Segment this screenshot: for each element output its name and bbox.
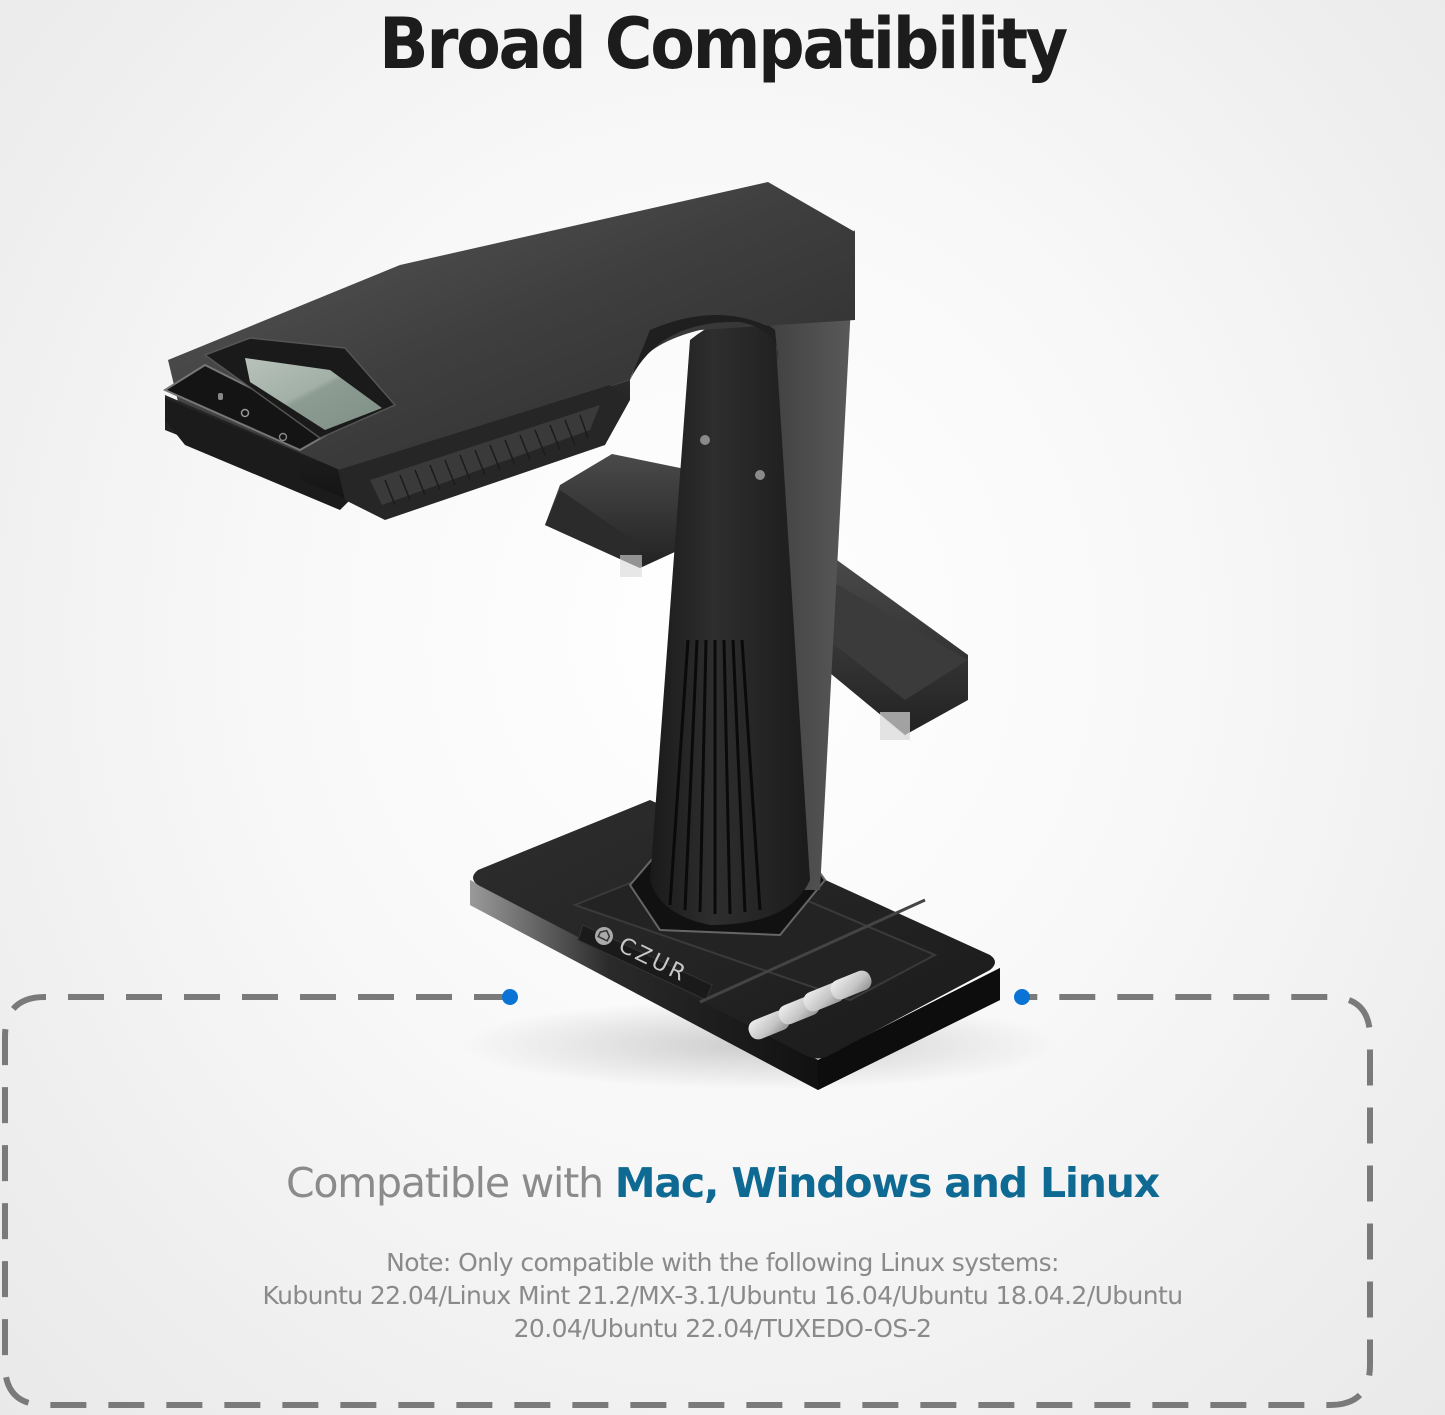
- lcd-screen: [203, 337, 397, 439]
- note-line-3: 20.04/Ubuntu 22.04/TUXEDO-OS-2: [513, 1314, 932, 1343]
- scanner-head: [162, 182, 855, 520]
- camera-icon: [240, 408, 250, 418]
- compatibility-prefix: Compatible with: [285, 1159, 615, 1207]
- compatibility-highlight: Mac, Windows and Linux: [614, 1159, 1160, 1207]
- side-light-left: [545, 454, 690, 577]
- linux-note: Note: Only compatible with the following…: [120, 1246, 1325, 1345]
- note-line-2: Kubuntu 22.04/Linux Mint 21.2/MX-3.1/Ubu…: [262, 1281, 1184, 1310]
- note-line-1: Note: Only compatible with the following…: [386, 1248, 1059, 1277]
- scanner-illustration: CZUR: [162, 182, 1060, 1090]
- light-bar: [338, 385, 630, 520]
- compatibility-heading: Compatible with Mac, Windows and Linux: [0, 1155, 1445, 1211]
- voice-icon: [218, 393, 223, 400]
- scanner-pole: [650, 230, 855, 926]
- page-title: Broad Compatibility: [379, 3, 1068, 85]
- power-icon: [278, 432, 288, 442]
